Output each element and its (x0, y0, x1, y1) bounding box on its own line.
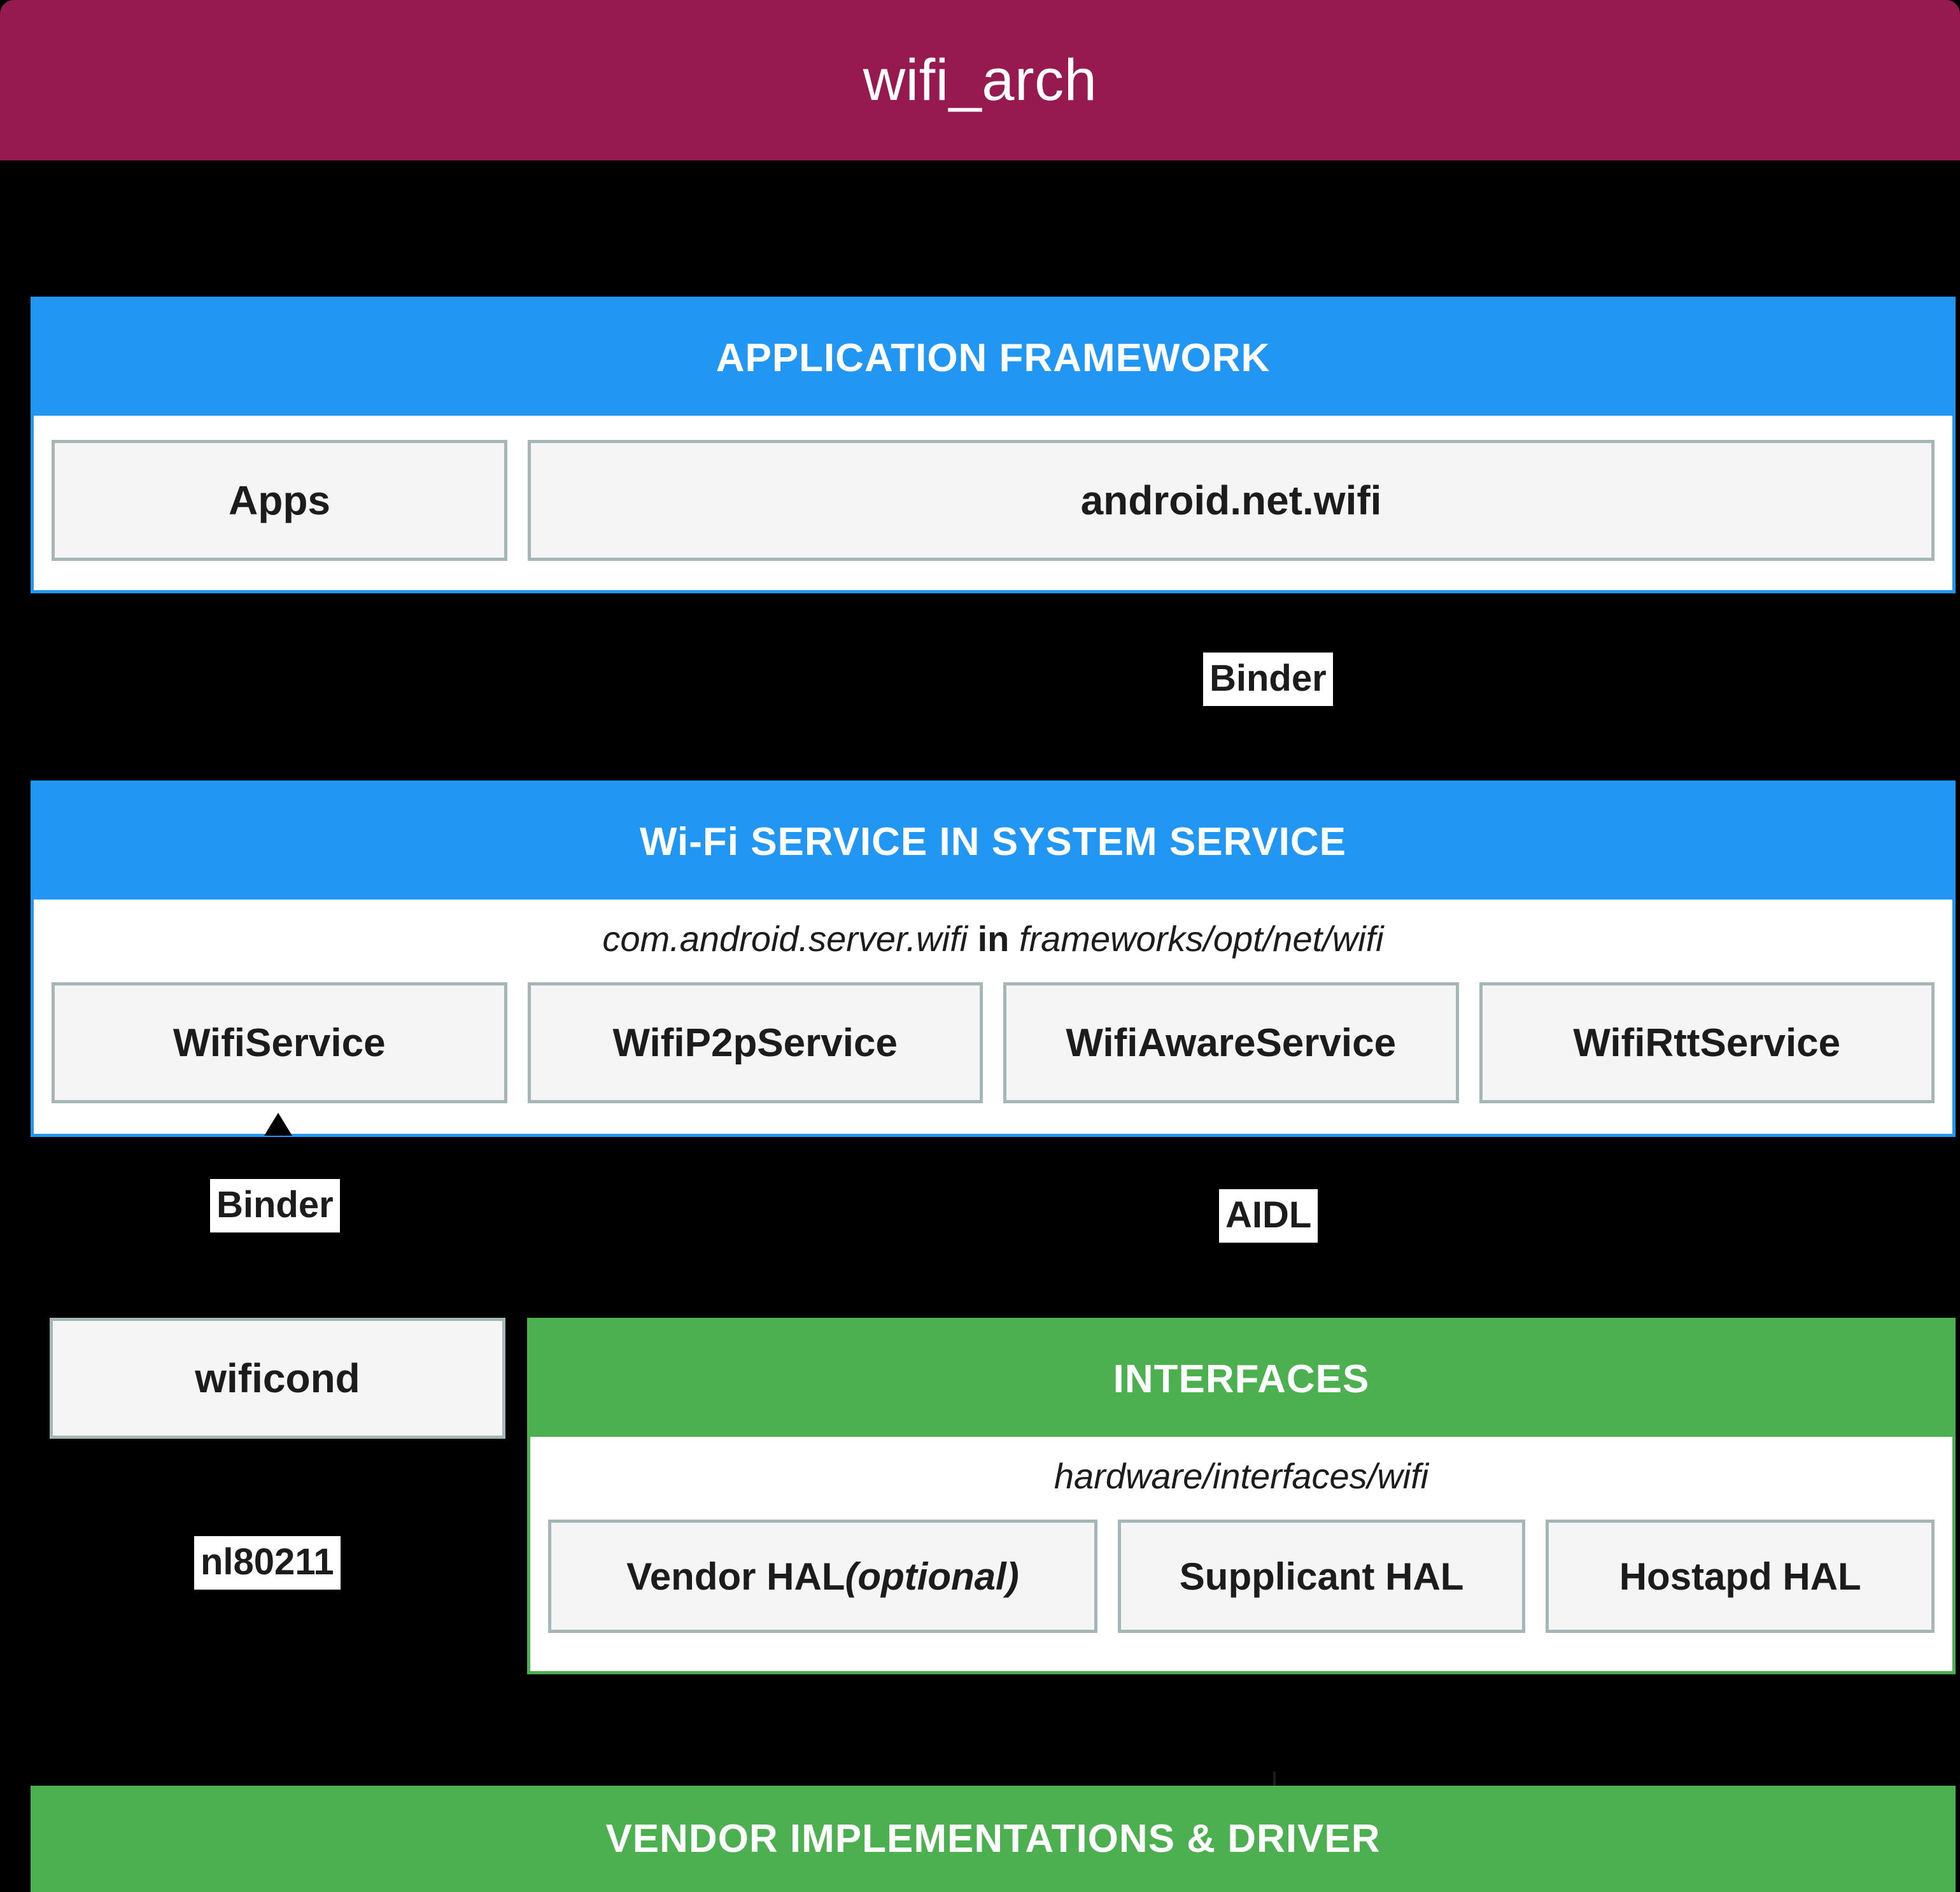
interfaces-panel: INTERFACES hardware/interfaces/wifi Vend… (527, 1318, 1956, 1674)
edge-label-binder-bottom: Binder (210, 1179, 340, 1232)
wifi-service-box-row: WifiService WifiP2pService WifiAwareServ… (52, 982, 1935, 1103)
interfaces-body: hardware/interfaces/wifi Vendor HAL (opt… (530, 1437, 1952, 1671)
box-wifip2pservice[interactable]: WifiP2pService (527, 982, 983, 1103)
wifi-service-subtitle-in: in (977, 919, 1010, 959)
box-wifirttservice[interactable]: WifiRttService (1479, 982, 1935, 1103)
wifi-service-panel: Wi-Fi SERVICE IN SYSTEM SERVICE com.andr… (31, 780, 1956, 1137)
interfaces-subtitle: hardware/interfaces/wifi (548, 1458, 1935, 1494)
wifi-service-subtitle-path: frameworks/opt/net/wifi (1019, 919, 1384, 959)
application-framework-box-row: Apps android.net.wifi (52, 440, 1935, 561)
box-wifiawareservice-label: WifiAwareService (1066, 1020, 1397, 1065)
box-vendor-hal-optional: (optional) (845, 1555, 1019, 1598)
edge-label-nl80211-text: nl80211 (201, 1541, 334, 1583)
wifi-service-body: com.android.server.wifi in frameworks/op… (34, 900, 1952, 1134)
box-wifiservice-label: WifiService (173, 1020, 386, 1065)
interfaces-box-row: Vendor HAL (optional) Supplicant HAL Hos… (548, 1520, 1935, 1633)
arrow-up-icon-wifiservice (264, 1113, 292, 1136)
edge-label-aidl: AIDL (1219, 1189, 1318, 1243)
box-wificond[interactable]: wificond (50, 1318, 505, 1439)
application-framework-body: Apps android.net.wifi (34, 416, 1952, 590)
box-apps-label: Apps (229, 477, 330, 523)
wifi-service-header-label: Wi-Fi SERVICE IN SYSTEM SERVICE (640, 819, 1346, 864)
box-wifiawareservice[interactable]: WifiAwareService (1003, 982, 1459, 1103)
connector-tick-icon (1273, 1772, 1276, 1786)
application-framework-header: APPLICATION FRAMEWORK (34, 300, 1952, 416)
box-vendor-hal[interactable]: Vendor HAL (optional) (548, 1520, 1097, 1633)
vendor-implementations-label: VENDOR IMPLEMENTATIONS & DRIVER (605, 1817, 1381, 1861)
edge-label-binder-bottom-text: Binder (216, 1184, 334, 1225)
wifi-service-subtitle-package: com.android.server.wifi (602, 919, 968, 959)
vendor-implementations-bar: VENDOR IMPLEMENTATIONS & DRIVER (31, 1786, 1956, 1892)
interfaces-subtitle-path: hardware/interfaces/wifi (1054, 1456, 1429, 1496)
box-hostapd-hal[interactable]: Hostapd HAL (1546, 1520, 1935, 1633)
box-vendor-hal-label: Vendor HAL (626, 1555, 845, 1598)
application-framework-header-label: APPLICATION FRAMEWORK (716, 335, 1271, 380)
box-wifip2pservice-label: WifiP2pService (612, 1020, 898, 1065)
page-title: wifi_arch (863, 48, 1097, 113)
box-supplicant-hal-label: Supplicant HAL (1179, 1555, 1464, 1598)
application-framework-panel: APPLICATION FRAMEWORK Apps android.net.w… (31, 297, 1956, 593)
diagram-title-bar: wifi_arch (0, 0, 1960, 160)
box-supplicant-hal[interactable]: Supplicant HAL (1117, 1520, 1526, 1633)
edge-label-aidl-text: AIDL (1225, 1194, 1312, 1236)
wifi-service-subtitle: com.android.server.wifi in frameworks/op… (52, 921, 1935, 957)
wifi-service-header: Wi-Fi SERVICE IN SYSTEM SERVICE (34, 784, 1952, 900)
interfaces-header: INTERFACES (530, 1321, 1952, 1437)
box-wifirttservice-label: WifiRttService (1573, 1020, 1841, 1065)
edge-label-nl80211: nl80211 (194, 1536, 341, 1590)
box-android-net-wifi[interactable]: android.net.wifi (528, 440, 1935, 561)
box-wificond-label: wificond (195, 1355, 360, 1401)
box-apps[interactable]: Apps (52, 440, 507, 561)
box-android-net-wifi-label: android.net.wifi (1080, 477, 1382, 523)
interfaces-header-label: INTERFACES (1113, 1357, 1370, 1401)
box-hostapd-hal-label: Hostapd HAL (1619, 1555, 1861, 1598)
box-wifiservice[interactable]: WifiService (52, 982, 507, 1103)
edge-label-binder-top: Binder (1203, 653, 1333, 706)
edge-label-binder-top-text: Binder (1209, 658, 1327, 699)
